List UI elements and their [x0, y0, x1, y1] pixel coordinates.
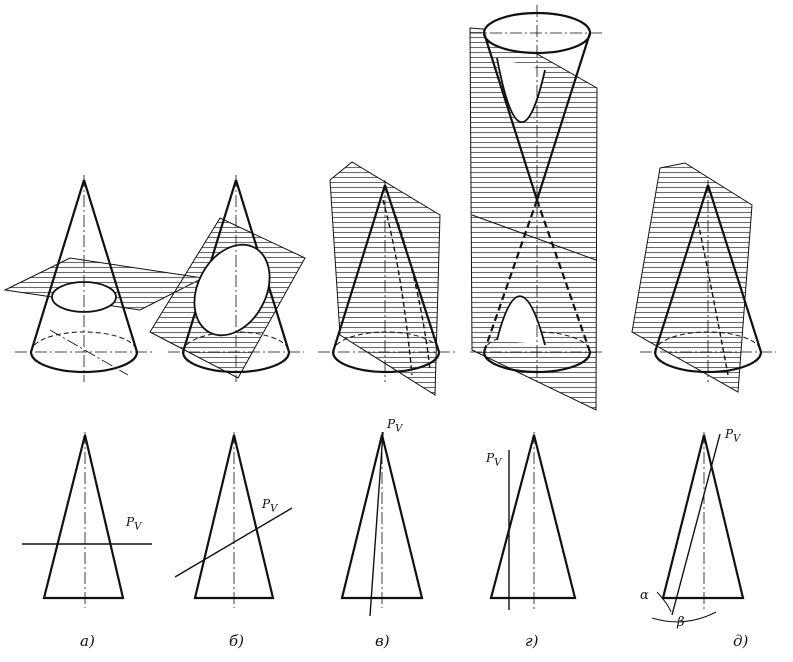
trace-line-b [174, 507, 293, 578]
caption-b: б) [229, 632, 245, 650]
angle-label-beta: β [677, 615, 685, 630]
cone-b-3d [149, 175, 306, 382]
trace-label-a: PV [126, 515, 142, 533]
angle-arc-beta [651, 611, 717, 623]
hyperbola-lower-branch [496, 295, 546, 346]
hyperbola-upper-branch [496, 57, 546, 123]
projection-a [22, 432, 152, 608]
section-plane-c [329, 161, 441, 396]
trace-line-c [369, 431, 384, 617]
projection-d [489, 432, 577, 610]
trace-label-e: PV [725, 427, 741, 445]
trace-line-e [671, 433, 721, 616]
cone-e-3d [631, 162, 776, 393]
ellipse-section-b [193, 243, 271, 337]
trace-label-b: PV [262, 497, 278, 515]
caption-a: а) [80, 632, 95, 650]
angle-label-alpha: α [640, 588, 649, 603]
cone-d-3d [469, 5, 605, 411]
cone-c-3d [318, 161, 455, 396]
projection-e [651, 432, 745, 623]
trace-label-d: PV [486, 451, 502, 469]
caption-c: в) [375, 632, 390, 650]
trace-label-c: PV [387, 417, 403, 435]
projection-b [174, 432, 293, 608]
caption-d: г) [525, 632, 539, 650]
projection-c [340, 431, 424, 617]
angle-arc-alpha [656, 591, 672, 613]
section-plane-e [631, 162, 753, 393]
caption-e: д) [733, 632, 749, 650]
cone-a-3d [3, 175, 205, 382]
